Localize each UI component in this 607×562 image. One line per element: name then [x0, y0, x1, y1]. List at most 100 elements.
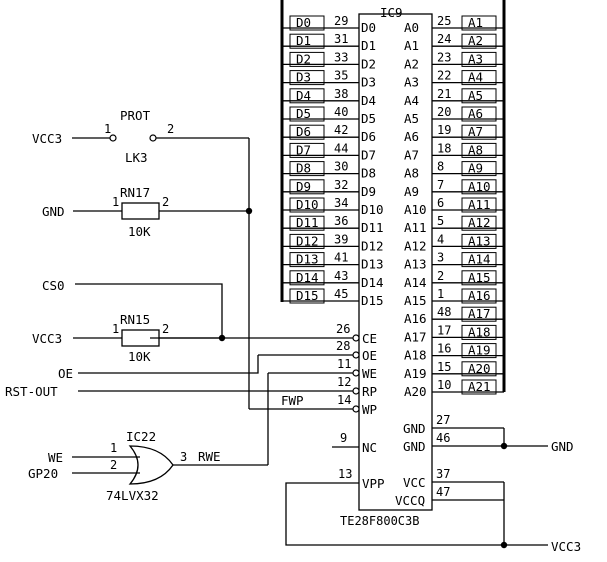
- oe-wire: [78, 355, 259, 374]
- data-pin-number: 32: [334, 178, 348, 192]
- fwp-net-label: FWP: [281, 393, 304, 408]
- addr-net-box: [461, 288, 497, 304]
- data-pin-name: D12: [361, 238, 384, 253]
- addr-pin-name: A0: [404, 20, 419, 35]
- link-lk3: VCC3 1 2 PROT LK3: [32, 108, 249, 165]
- addr-pin-name: A5: [404, 111, 419, 126]
- addr-net-label: A20: [468, 361, 491, 376]
- gate-part: 74LVX32: [106, 488, 159, 503]
- vcc37-pin-number: 37: [436, 467, 450, 481]
- gate-in1-pin: 1: [110, 441, 117, 455]
- addr-pin-name: A19: [404, 366, 427, 381]
- data-pin-number: 35: [334, 69, 348, 83]
- data-net-box: [289, 288, 325, 304]
- addr-pin-number: 6: [437, 196, 444, 210]
- data-net-label: D10: [296, 197, 319, 212]
- data-net-box: [289, 51, 325, 67]
- addr-pin-number: 22: [437, 69, 451, 83]
- link-ref: LK3: [125, 150, 148, 165]
- addr-net-label: A4: [468, 70, 483, 85]
- addr-net-box: [461, 379, 497, 395]
- addr-net-label: A21: [468, 379, 491, 394]
- data-pin-name: D9: [361, 184, 376, 199]
- addr-net-box: [461, 179, 497, 195]
- addr-pin-name: A16: [404, 311, 427, 326]
- data-net-label: D9: [296, 179, 311, 194]
- addr-net-box: [461, 343, 497, 359]
- data-pin-number: 42: [334, 123, 348, 137]
- addr-net-label: A12: [468, 215, 491, 230]
- addr-net-label: A19: [468, 343, 491, 358]
- addr-pin-number: 8: [437, 160, 444, 174]
- ic9-body: [358, 13, 433, 511]
- gnd27-pin-name: GND: [403, 421, 426, 436]
- addr-net-box: [461, 361, 497, 377]
- ce-pin-name: CE: [362, 331, 377, 346]
- or-gate-body: [128, 445, 174, 485]
- data-pin-name: D11: [361, 220, 384, 235]
- data-net-label: D6: [296, 124, 311, 139]
- addr-pin-name: A20: [404, 384, 427, 399]
- data-pin-number: 40: [334, 105, 348, 119]
- rn15-ref: RN15: [120, 312, 150, 327]
- addr-pin-number: 10: [437, 378, 451, 392]
- addr-pin-name: A18: [404, 348, 427, 363]
- resistor-rn15: VCC3 1 2 RN15 10K: [32, 312, 222, 364]
- rn17-pin2: 2: [162, 195, 169, 209]
- fwp-junction: [245, 207, 253, 215]
- data-net-label: D11: [296, 215, 319, 230]
- addr-pin-number: 2: [437, 269, 444, 283]
- wp-pin-name: WP: [362, 402, 377, 417]
- data-net-box: [289, 233, 325, 249]
- addr-pin-number: 18: [437, 141, 451, 155]
- nc-pin-number: 9: [340, 431, 347, 445]
- addr-pin-name: A9: [404, 184, 419, 199]
- data-pin-name: D10: [361, 202, 384, 217]
- addr-net-label: A15: [468, 270, 491, 285]
- addr-pin-name: A4: [404, 93, 419, 108]
- addr-pin-name: A6: [404, 129, 419, 144]
- addr-net-box: [461, 161, 497, 177]
- data-pin-number: 34: [334, 196, 348, 210]
- oe-net-label: OE: [58, 366, 73, 381]
- we-in-net-label: WE: [48, 450, 63, 465]
- addr-pin-number: 48: [437, 305, 451, 319]
- addr-pin-number: 3: [437, 251, 444, 265]
- data-net-label: D2: [296, 51, 311, 66]
- data-net-label: D0: [296, 15, 311, 30]
- vcc3-net-label-mid: VCC3: [32, 331, 62, 346]
- data-net-label: D8: [296, 161, 311, 176]
- control-pins: 26 CE 28 OE 11 WE 12 RP 14 WP FWP: [78, 322, 377, 417]
- vcc3-net-label-top: VCC3: [32, 131, 62, 146]
- data-net-box: [289, 252, 325, 268]
- data-pin-number: 45: [334, 287, 348, 301]
- data-net-box: [289, 124, 325, 140]
- we-inversion-bubble: [352, 369, 360, 377]
- addr-net-label: A11: [468, 197, 491, 212]
- addr-pin-number: 16: [437, 342, 451, 356]
- addr-pin-name: A14: [404, 275, 427, 290]
- addr-pin-number: 25: [437, 14, 451, 28]
- addr-pin-name: A17: [404, 329, 427, 344]
- gnd46-pin-number: 46: [436, 431, 450, 445]
- addr-pin-number: 23: [437, 50, 451, 64]
- data-net-box: [289, 215, 325, 231]
- addr-net-box: [461, 15, 497, 31]
- rn15-value: 10K: [128, 349, 151, 364]
- rp-inversion-bubble: [352, 387, 360, 395]
- data-pin-name: D14: [361, 275, 384, 290]
- data-pin-name: D3: [361, 75, 376, 90]
- gnd-junction: [500, 442, 508, 450]
- link-pin1: 1: [104, 122, 111, 136]
- ic9-ref: IC9: [380, 5, 403, 20]
- we-pin-number: 11: [337, 357, 351, 371]
- data-pin-number: 30: [334, 160, 348, 174]
- addr-pin-number: 5: [437, 214, 444, 228]
- we-pin-name: WE: [362, 366, 377, 381]
- addr-net-box: [461, 233, 497, 249]
- vccq47-pin-number: 47: [436, 485, 450, 499]
- rn17-value: 10K: [128, 224, 151, 239]
- addr-pin-number: 1: [437, 287, 444, 301]
- gate-ref: IC22: [126, 429, 156, 444]
